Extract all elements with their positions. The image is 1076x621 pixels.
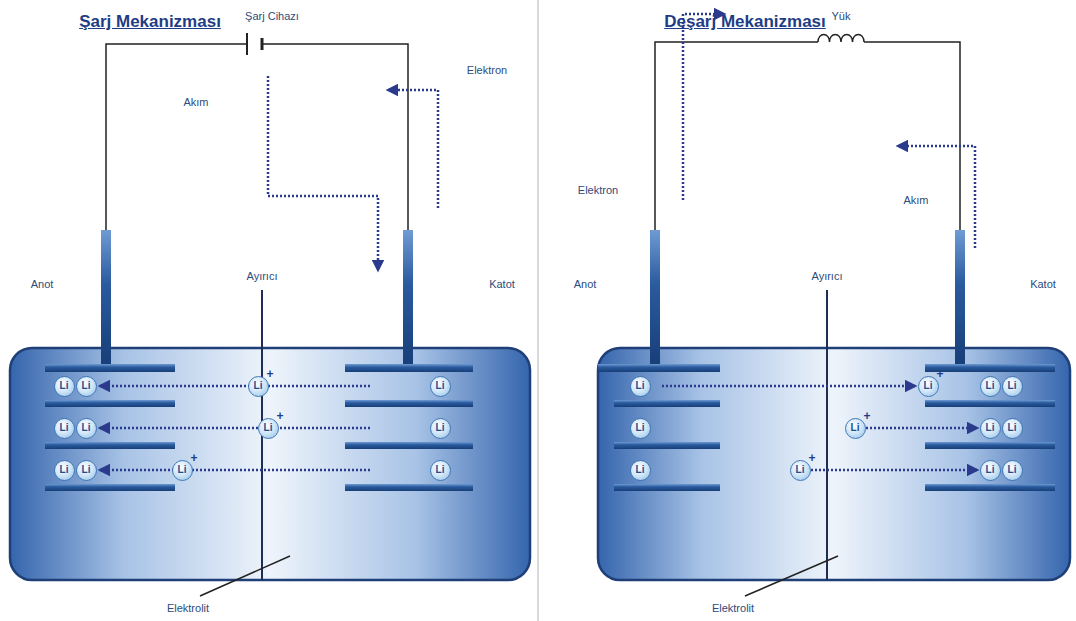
ion-charge: + [277,410,284,422]
wire [262,44,408,232]
lithium-ion: Li [54,376,75,397]
lithium-ion: Li [1002,460,1023,481]
cathode-rod [955,230,965,366]
discharge-cell [598,14,1070,596]
ion-symbol: Li [173,461,192,479]
current-label: Akım [903,194,928,207]
ion-charge: + [191,452,198,464]
charge-cell [10,33,530,596]
cell-housing [10,348,530,580]
panel-divider [538,0,539,621]
lithium-ion: Li [430,460,451,481]
lithium-ion: Li [54,460,75,481]
ion-symbol: Li [846,419,865,437]
anode-rod [101,230,111,366]
lithium-ion: Li [54,418,75,439]
ion-symbol: Li [919,377,938,395]
charger-symbol [246,33,248,55]
electron-label: Elektron [578,184,618,197]
anode-label: Anot [31,278,54,291]
ion-symbol: Li [791,461,810,479]
lithium-ion: Li [980,418,1001,439]
electron-arrow [683,14,724,200]
ion-symbol: Li [249,377,268,395]
ion-symbol: Li [631,419,650,437]
ion-symbol: Li [55,377,74,395]
lithium-ion: Li [630,460,651,481]
ion-symbol: Li [259,419,278,437]
charger-label: Şarj Cihazı [245,10,299,23]
load-label: Yük [832,10,851,23]
ion-symbol: Li [981,419,1000,437]
electrolyte-label: Elektrolit [167,602,209,615]
cathode-rod [403,230,413,366]
anode-label: Anot [574,278,597,291]
ion-charge: + [809,452,816,464]
ion-symbol: Li [431,419,450,437]
cathode-label: Katot [489,278,515,291]
anode-plates [598,364,720,491]
ion-symbol: Li [631,461,650,479]
wire [106,44,247,232]
lithium-ion: Li+ [248,376,269,397]
cathode-label: Katot [1030,278,1056,291]
lithium-ion: Li+ [918,376,939,397]
anode-rod [650,230,660,366]
lithium-ion: Li [980,376,1001,397]
lithium-ion: Li [76,460,97,481]
ion-symbol: Li [981,461,1000,479]
ion-symbol: Li [431,377,450,395]
electrolyte-label: Elektrolit [712,602,754,615]
ion-arrows [662,386,977,470]
separator [826,290,828,580]
ion-charge: + [937,368,944,380]
leader-line [200,556,290,596]
current-arrow [898,146,975,248]
lithium-ion: Li [1002,376,1023,397]
panel-title: Şarj Mekanizması [79,12,221,32]
wire [655,42,818,232]
lithium-ion: Li+ [258,418,279,439]
electron-label: Elektron [467,64,507,77]
ion-symbol: Li [55,419,74,437]
lithium-ion: Li+ [172,460,193,481]
lithium-ion: Li+ [790,460,811,481]
ion-symbol: Li [1003,461,1022,479]
panel-title: Deşarj Mekanizması [664,12,826,32]
cathode-plates [925,364,1055,491]
charger-symbol [261,38,264,50]
ion-symbol: Li [1003,419,1022,437]
lithium-ion: Li [980,460,1001,481]
ion-arrows [100,386,370,470]
load-coil-symbol [818,35,864,43]
ion-symbol: Li [431,461,450,479]
wire [864,42,960,232]
lithium-ion: Li [76,418,97,439]
ion-symbol: Li [1003,377,1022,395]
ion-symbol: Li [77,461,96,479]
leader-line [745,556,838,596]
lithium-ion: Li [1002,418,1023,439]
separator-label: Ayırıcı [812,270,843,283]
ion-symbol: Li [77,419,96,437]
lithium-ion: Li+ [845,418,866,439]
electron-arrow [388,90,438,208]
cell-housing [598,348,1070,580]
lithium-ion: Li [430,418,451,439]
ion-charge: + [864,410,871,422]
lithium-ion: Li [630,376,651,397]
current-label: Akım [183,96,208,109]
ion-symbol: Li [77,377,96,395]
current-arrow [268,76,378,270]
lithium-ion: Li [630,418,651,439]
lithium-ion: Li [430,376,451,397]
ion-symbol: Li [981,377,1000,395]
lithium-ion: Li [76,376,97,397]
separator-label: Ayırıcı [247,270,278,283]
ion-symbol: Li [55,461,74,479]
ion-symbol: Li [631,377,650,395]
ion-charge: + [267,368,274,380]
